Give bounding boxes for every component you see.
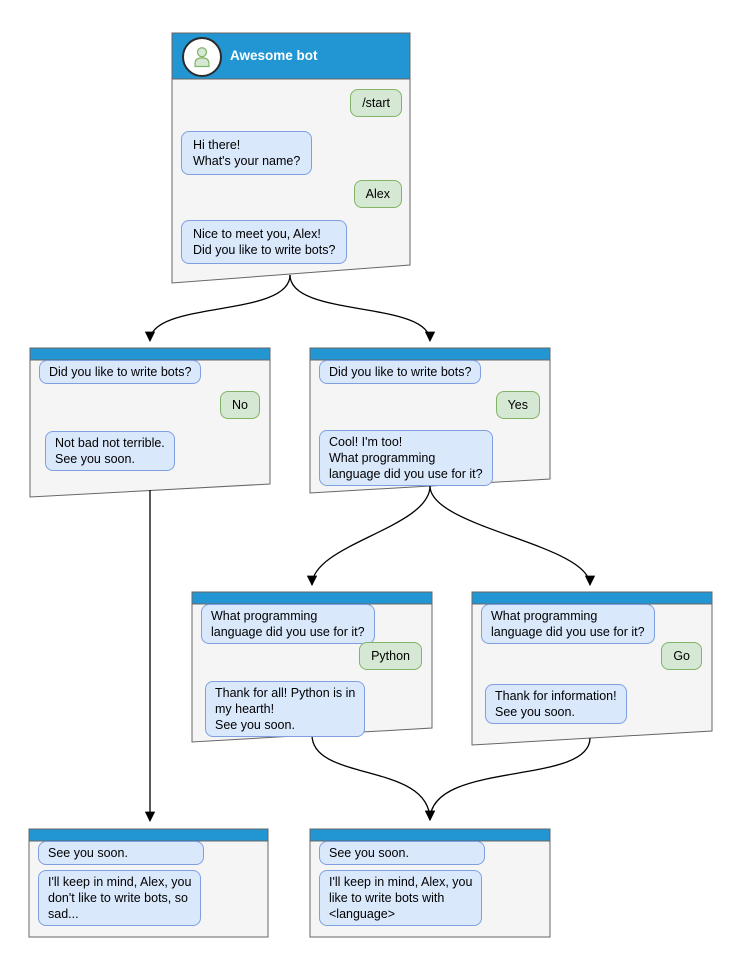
bot-avatar — [182, 37, 222, 77]
branch-go-response: Thank for information! See you soon. — [485, 684, 627, 724]
branch-python-response: Thank for all! Python is in my hearth! S… — [205, 681, 366, 737]
edge-main-to-no — [144, 274, 291, 343]
edge-yes-to-go — [429, 485, 596, 587]
edge-yes-to-python — [306, 485, 431, 587]
end-no-response: I'll keep in mind, Alex, you don't like … — [38, 870, 202, 926]
branch-yes-response: Cool! I'm too! What programming language… — [319, 430, 493, 486]
branch-python-answer: Python — [359, 642, 422, 670]
branch-go-question: What programming language did you use fo… — [481, 604, 655, 644]
msg-greeting: Hi there! What's your name? — [181, 131, 313, 175]
msg-nice-to-meet: Nice to meet you, Alex! Did you like to … — [181, 220, 348, 264]
end-no-context: See you soon. — [38, 841, 204, 865]
end-no-header-bar — [28, 828, 269, 842]
branch-yes-question: Did you like to write bots? — [319, 360, 482, 384]
end-language-response: I'll keep in mind, Alex, you like to wri… — [319, 870, 483, 926]
main-window-title: Awesome bot — [230, 48, 318, 63]
msg-name-reply: Alex — [353, 180, 402, 208]
msg-start-command: /start — [350, 89, 402, 117]
edge-main-to-yes — [289, 274, 436, 343]
end-language-context: See you soon. — [319, 841, 485, 865]
edge-go-to-end — [424, 737, 591, 822]
branch-no-question: Did you like to write bots? — [39, 360, 202, 384]
branch-yes-answer: Yes — [495, 391, 540, 419]
branch-go-answer: Go — [661, 642, 702, 670]
branch-go-header-bar — [471, 591, 713, 605]
branch-no-header-bar — [29, 347, 271, 361]
person-icon — [194, 47, 210, 68]
edge-python-to-end — [311, 734, 436, 822]
branch-python-header-bar — [191, 591, 433, 605]
branch-no-answer: No — [220, 391, 260, 419]
branch-yes-header-bar — [309, 347, 551, 361]
branch-no-response: Not bad not terrible. See you soon. — [45, 431, 175, 471]
end-language-header-bar — [309, 828, 551, 842]
branch-python-question: What programming language did you use fo… — [201, 604, 375, 644]
